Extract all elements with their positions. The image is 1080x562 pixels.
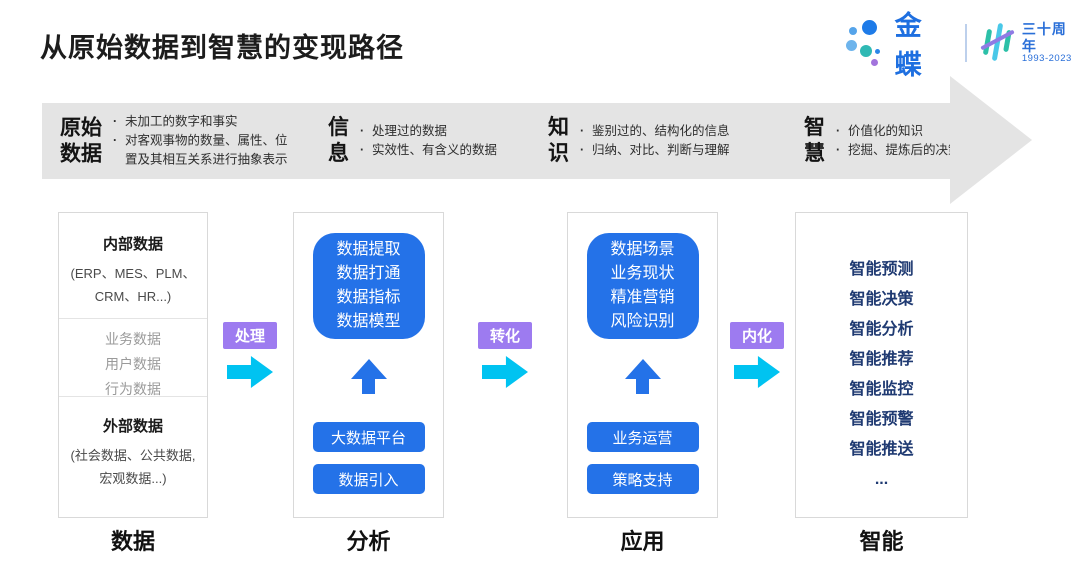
stage-title: 知 识 xyxy=(548,116,569,165)
intelligence-item-ellipsis: ... xyxy=(874,471,889,488)
dot-icon xyxy=(862,20,877,35)
column-footer-intelligence: 智能 xyxy=(859,529,904,554)
kingdee-dots-icon xyxy=(846,17,889,69)
logo-divider xyxy=(964,24,967,62)
stage-title: 原始 数据 xyxy=(60,116,102,165)
thirty-mark-icon xyxy=(980,21,1015,65)
dot-icon xyxy=(860,45,872,57)
data-import-button: 数据引入 xyxy=(312,464,425,494)
stage-bullet: 处理过的数据 xyxy=(358,122,526,141)
dot-icon xyxy=(849,27,857,35)
brand-name: 金蝶 xyxy=(894,11,924,80)
stage-bullet: 鉴别过的、结构化的信息 xyxy=(578,122,750,141)
application-scenarios-card: 数据场景 业务现状 精准营销 风险识别 xyxy=(586,233,699,339)
intelligence-item: 智能监控 xyxy=(849,381,914,398)
column-footer-analysis: 分析 xyxy=(346,529,391,554)
process-label: 处理 xyxy=(223,322,277,349)
dot-icon xyxy=(875,49,880,54)
anniversary-years: 1993-2023 xyxy=(1021,52,1072,64)
stage-title: 信 息 xyxy=(328,116,349,165)
band-arrowhead-icon xyxy=(950,76,1032,204)
business-operation-button: 业务运营 xyxy=(586,422,699,452)
external-data-examples: (社会数据、公共数据, 宏观数据...) xyxy=(70,448,196,486)
intelligence-item: 智能决策 xyxy=(849,291,914,308)
stage-bullet: 归纳、对比、判断与理解 xyxy=(578,141,750,160)
external-data-title: 外部数据 xyxy=(102,418,163,435)
stage-knowledge: 知 识 鉴别过的、结构化的信息 归纳、对比、判断与理解 xyxy=(548,115,750,167)
data-type-item: 业务数据 xyxy=(105,331,161,347)
intelligence-item: 智能分析 xyxy=(849,321,914,338)
stage-bullet: 实效性、有含义的数据 xyxy=(358,141,526,160)
stage-information: 信 息 处理过的数据 实效性、有含义的数据 xyxy=(328,115,526,167)
up-arrow-icon xyxy=(350,359,387,394)
stage-title: 智 慧 xyxy=(804,116,825,165)
intelligence-item: 智能推荐 xyxy=(849,351,914,368)
transform-label: 转化 xyxy=(478,322,532,349)
right-arrow-icon xyxy=(482,356,528,388)
external-data-section: 外部数据 (社会数据、公共数据, 宏观数据...) xyxy=(59,397,207,490)
analysis-box: 数据提取 数据打通 数据指标 数据模型 大数据平台 数据引入 xyxy=(293,212,444,518)
anniversary-block: 三十周年 1993-2023 xyxy=(1022,21,1080,64)
intelligence-item: 智能预警 xyxy=(849,411,914,428)
big-data-platform-button: 大数据平台 xyxy=(312,422,425,452)
data-type-item: 用户数据 xyxy=(105,356,161,372)
stage-raw-data: 原始 数据 未加工的数字和事实 对客观事物的数量、属性、位置及其相互关系进行抽象… xyxy=(60,113,293,170)
data-types-section: 业务数据 用户数据 行为数据 xyxy=(59,319,207,397)
data-type-item: 行为数据 xyxy=(105,381,161,397)
stage-bullet: 未加工的数字和事实 xyxy=(111,113,293,132)
up-arrow-icon xyxy=(624,359,661,394)
stage-bullet: 价值化的知识 xyxy=(834,122,994,141)
intelligence-item: 智能预测 xyxy=(849,261,914,278)
stage-bullets: 鉴别过的、结构化的信息 归纳、对比、判断与理解 xyxy=(578,122,750,160)
dot-icon xyxy=(846,40,857,51)
stage-bullets: 未加工的数字和事实 对客观事物的数量、属性、位置及其相互关系进行抽象表示 xyxy=(111,113,293,170)
page-title: 从原始数据到智慧的变现路径 xyxy=(40,33,404,63)
right-arrow-icon xyxy=(227,356,273,388)
intelligence-item: 智能推送 xyxy=(849,441,914,458)
intelligence-box: 智能预测 智能决策 智能分析 智能推荐 智能监控 智能预警 智能推送 ... xyxy=(795,212,968,518)
strategy-support-button: 策略支持 xyxy=(586,464,699,494)
internal-data-examples: (ERP、MES、PLM、 CRM、HR...) xyxy=(70,266,196,304)
data-sources-box: 内部数据 (ERP、MES、PLM、 CRM、HR...) 业务数据 用户数据 … xyxy=(58,212,208,518)
stage-bullet: 对客观事物的数量、属性、位置及其相互关系进行抽象表示 xyxy=(111,132,293,170)
internal-data-title: 内部数据 xyxy=(102,236,163,253)
right-arrow-icon xyxy=(734,356,780,388)
internal-data-section: 内部数据 (ERP、MES、PLM、 CRM、HR...) xyxy=(59,213,207,319)
stage-arrow-band: 原始 数据 未加工的数字和事实 对客观事物的数量、属性、位置及其相互关系进行抽象… xyxy=(42,103,986,179)
application-box: 数据场景 业务现状 精准营销 风险识别 业务运营 策略支持 xyxy=(567,212,718,518)
anniversary-title: 三十周年 xyxy=(1021,21,1067,54)
internalize-label: 内化 xyxy=(730,322,784,349)
dot-icon xyxy=(871,59,878,66)
stage-bullets: 处理过的数据 实效性、有含义的数据 xyxy=(358,122,526,160)
column-footer-application: 应用 xyxy=(620,529,665,554)
column-footer-data: 数据 xyxy=(110,529,155,554)
kingdee-logo: 金蝶 三十周年 1993-2023 xyxy=(846,11,1080,80)
intelligence-list: 智能预测 智能决策 智能分析 智能推荐 智能监控 智能预警 智能推送 ... xyxy=(796,213,967,495)
analysis-capabilities-card: 数据提取 数据打通 数据指标 数据模型 xyxy=(312,233,425,339)
